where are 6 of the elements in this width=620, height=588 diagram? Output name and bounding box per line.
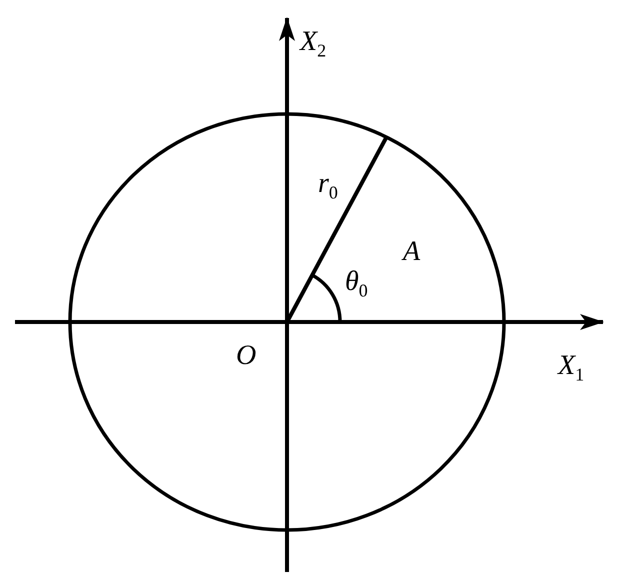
axis-label: X$_{1}$ xyxy=(558,352,584,384)
region-label: A xyxy=(403,238,420,266)
radius-label: r$_{0}$ xyxy=(318,170,338,202)
angle-label: θ$_{0}$ xyxy=(345,268,368,300)
axis-label: X$_{2}$ xyxy=(300,28,326,60)
origin-label: O xyxy=(236,342,256,370)
